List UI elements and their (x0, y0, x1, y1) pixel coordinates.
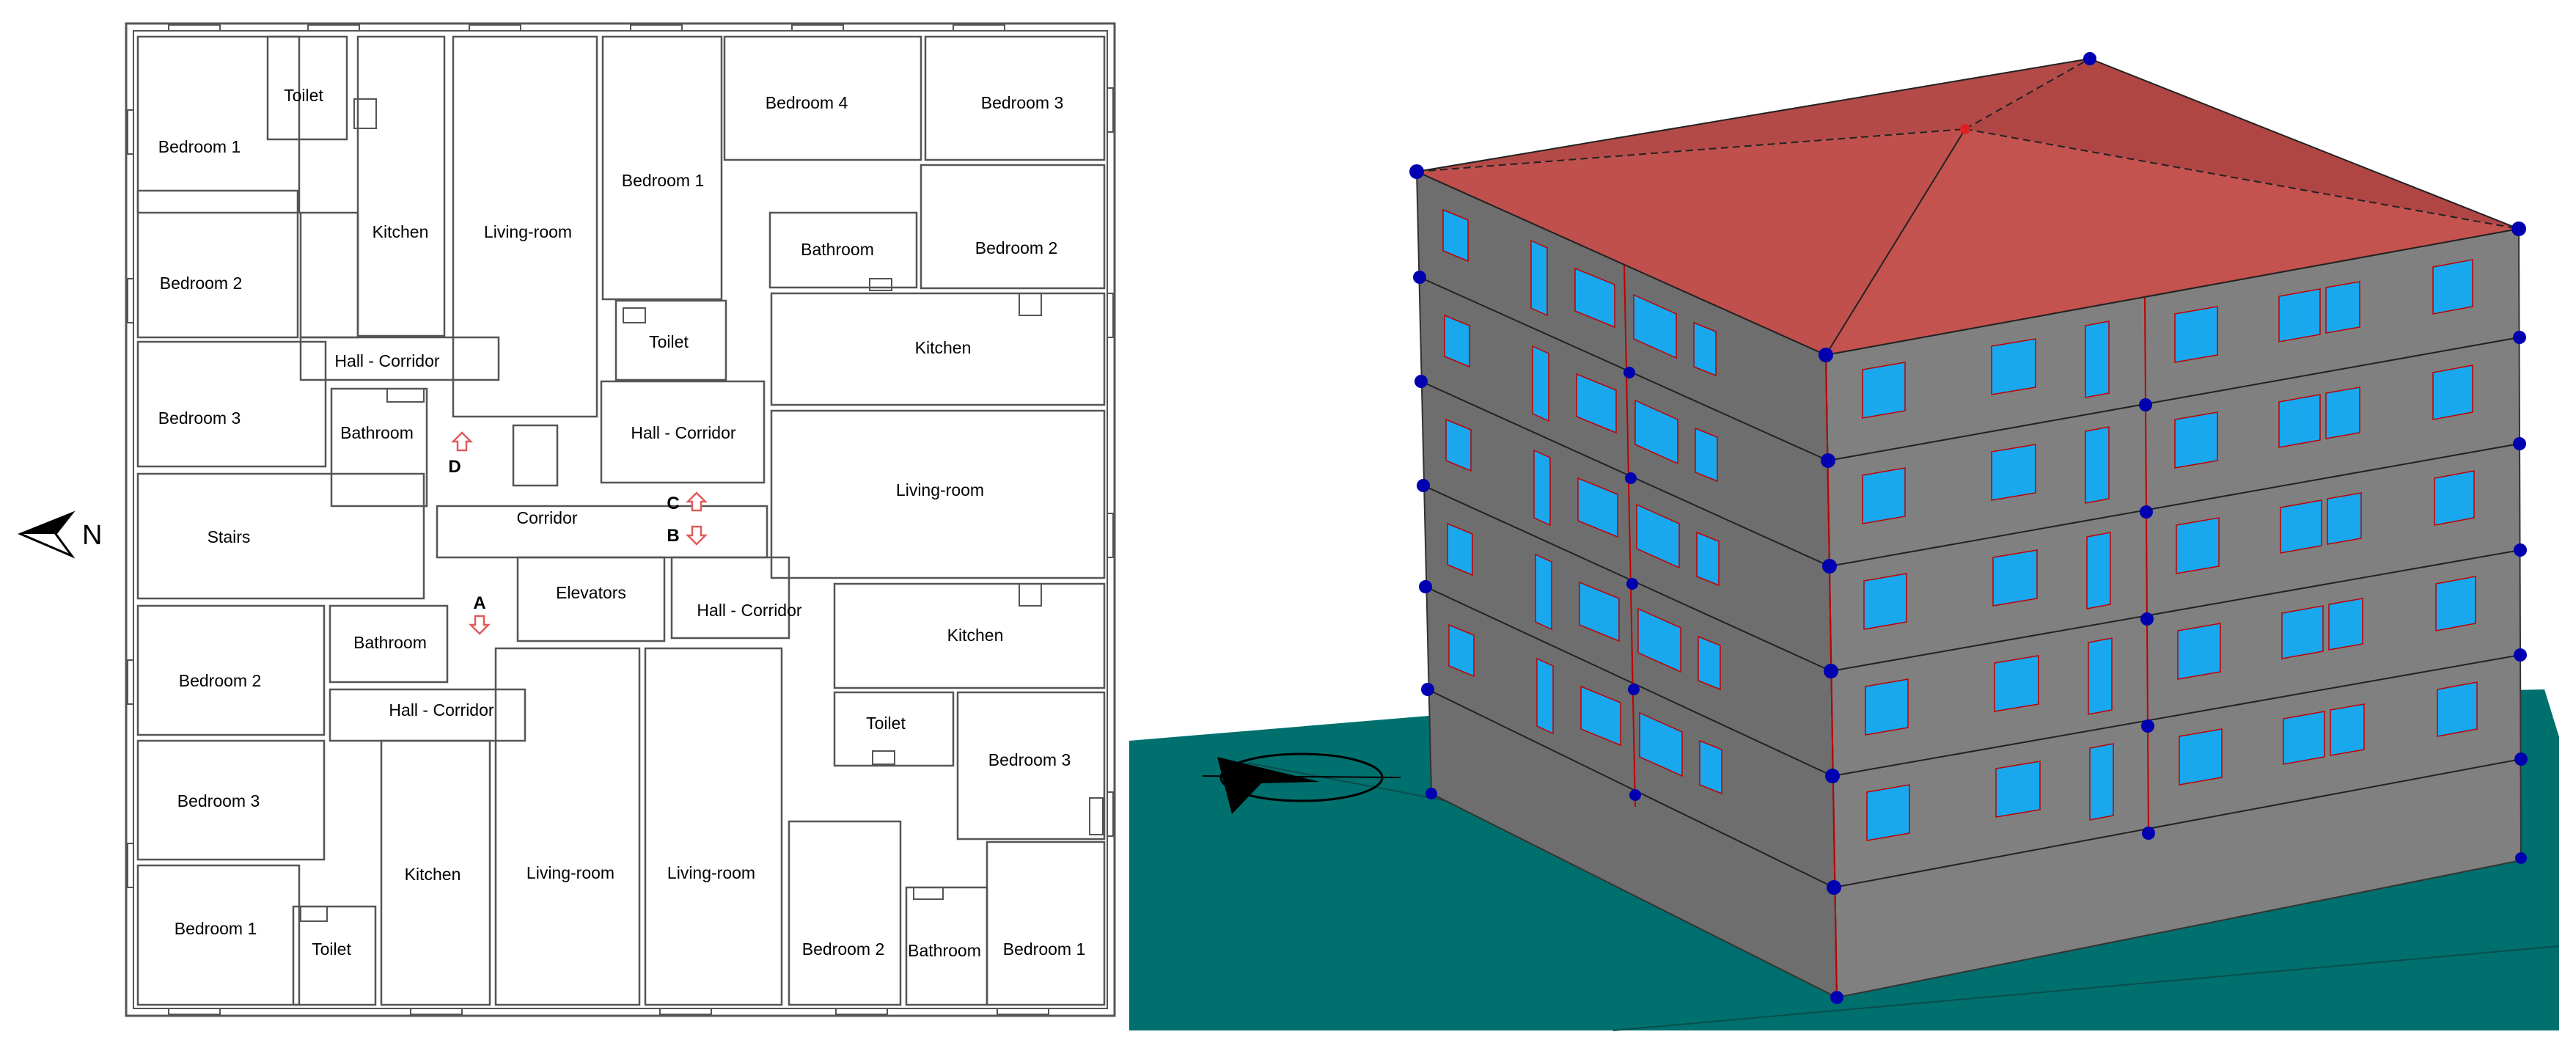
room-label: Kitchen (373, 222, 429, 241)
room-label: Kitchen (915, 338, 972, 357)
room-label: Hall - Corridor (334, 351, 439, 370)
room-label: Corridor (516, 508, 577, 527)
room-label: Living-room (896, 480, 984, 499)
marker-arrows (450, 431, 708, 635)
room-label: Stairs (208, 527, 251, 546)
room-label: Bedroom 2 (802, 940, 885, 959)
building-model-panel (1129, 0, 2576, 1062)
outer-wall (125, 22, 1116, 1017)
room-label: Elevators (556, 583, 626, 602)
room-label: Bedroom 1 (622, 171, 705, 190)
roof-left-face (1417, 129, 1965, 355)
north-arrow: N (18, 510, 102, 559)
room-label: Toilet (284, 86, 323, 105)
room-label: Bedroom 4 (766, 93, 848, 112)
arrow-down-icon (468, 615, 491, 635)
roof-edges (1416, 58, 2522, 356)
marker-d: D (448, 457, 460, 477)
arrow-up-icon (450, 431, 474, 452)
north-arrow-half-icon (21, 513, 72, 534)
room-label: Bedroom 3 (988, 750, 1071, 769)
floor-lines-side (1419, 277, 1835, 888)
model-nodes (1409, 52, 2528, 1004)
windows-front (1862, 259, 2478, 841)
room-label: Kitchen (405, 865, 461, 884)
roof-apex-node (1960, 124, 1970, 134)
roof-right-face (1965, 59, 2519, 229)
room-label: Bedroom 1 (158, 137, 241, 156)
room-label: Bedroom 2 (179, 671, 262, 690)
room-label: Bathroom (908, 941, 981, 960)
room-label: Bedroom 2 (160, 274, 243, 293)
room-label: Bedroom 3 (177, 791, 260, 810)
interior-walls (136, 35, 1106, 1006)
floor-plan-drawing: Bedroom 1 Toilet Kitchen Living-room Bed… (18, 22, 1116, 1017)
room-label: Bedroom 3 (158, 409, 241, 428)
room-label: Bedroom 2 (975, 238, 1058, 257)
room-label: Bathroom (340, 423, 414, 442)
compass (1202, 752, 1401, 814)
room-label: Kitchen (947, 626, 1004, 645)
arrow-down-icon (685, 525, 708, 546)
compass-arrow-icon (1217, 757, 1320, 814)
room-label: Bathroom (801, 240, 874, 259)
floor-lines-front (1827, 337, 2522, 888)
room-label: Living-room (484, 222, 572, 241)
room-label: Hall - Corridor (697, 601, 801, 620)
window-marks (127, 24, 1114, 1015)
room-label: Bedroom 1 (1003, 940, 1086, 959)
room-label: Bedroom 3 (981, 93, 1064, 112)
building-3d-view (1129, 52, 2560, 1031)
windows-side (1442, 208, 1722, 795)
arrow-up-icon (685, 491, 708, 512)
room-label: Toilet (649, 332, 689, 351)
room-label: Hall - Corridor (631, 423, 735, 442)
room-label: Toilet (312, 940, 351, 959)
marker-a: A (473, 593, 485, 613)
room-label: Bathroom (353, 633, 427, 652)
outer-wall-inner (133, 30, 1108, 1009)
room-label: Hall - Corridor (389, 700, 493, 719)
north-label: N (82, 520, 102, 551)
room-label: Toilet (866, 714, 906, 733)
floor-plan-panel: Bedroom 1 Toilet Kitchen Living-room Bed… (0, 0, 1129, 1062)
room-label: Living-room (526, 863, 614, 882)
room-label: Bedroom 1 (175, 919, 257, 938)
room-label: Living-room (667, 863, 755, 882)
roof-front-face (1826, 129, 2519, 355)
marker-b: B (667, 526, 679, 546)
marker-c: C (667, 494, 679, 513)
fixtures (300, 98, 1104, 922)
